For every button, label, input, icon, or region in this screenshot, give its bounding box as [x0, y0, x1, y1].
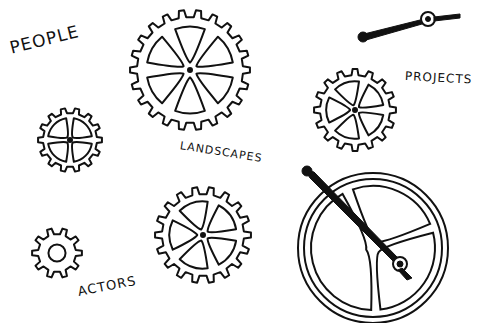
- gear-window: [48, 118, 68, 138]
- wheel-rim: [298, 173, 448, 323]
- clock-hand: [305, 170, 398, 262]
- gear-window: [147, 73, 183, 103]
- clock-hand-pin: [426, 17, 431, 22]
- clock-hand-hub: [421, 12, 435, 26]
- gear-outline: [32, 229, 82, 278]
- gear-outline: [314, 69, 396, 151]
- gear-window: [359, 112, 383, 135]
- label-text: LANDSCAPES: [179, 139, 263, 165]
- gear-window: [147, 37, 183, 67]
- gear-hub: [68, 138, 72, 142]
- clock-hand-tail: [398, 268, 412, 280]
- gear-window: [175, 27, 205, 63]
- clock-hand: [364, 20, 422, 40]
- gear-window: [208, 205, 237, 232]
- wheel-window: [377, 233, 435, 310]
- gear-window: [175, 77, 205, 113]
- gear-window: [48, 142, 68, 162]
- gear-window: [196, 73, 232, 103]
- wheel-window: [353, 186, 430, 242]
- label-text: PROJECTS: [405, 69, 473, 87]
- label-text: ACTORS: [77, 273, 138, 299]
- clock-hand-tail: [434, 14, 460, 21]
- wheel-window: [311, 194, 371, 310]
- clock-hand-tip: [302, 166, 312, 176]
- gear-window: [196, 37, 232, 67]
- gear-window: [359, 85, 383, 108]
- gear-window: [72, 142, 92, 162]
- gear-hub: [48, 244, 65, 261]
- gear-hub: [353, 108, 357, 112]
- gear-outline: [38, 108, 102, 171]
- wheel-rim-inner: [304, 179, 442, 317]
- gear-outline: [130, 10, 250, 129]
- clock-hand-pin: [397, 261, 403, 267]
- gear-window: [208, 238, 237, 265]
- gear-outline: [155, 187, 251, 282]
- gear-hub: [201, 233, 205, 237]
- gear-window: [180, 201, 208, 229]
- gear-window: [72, 118, 92, 138]
- gear-hub: [188, 68, 192, 72]
- gear-window: [335, 81, 359, 105]
- label-text: PEOPLE: [8, 21, 82, 58]
- clock-hand-tip: [358, 32, 368, 42]
